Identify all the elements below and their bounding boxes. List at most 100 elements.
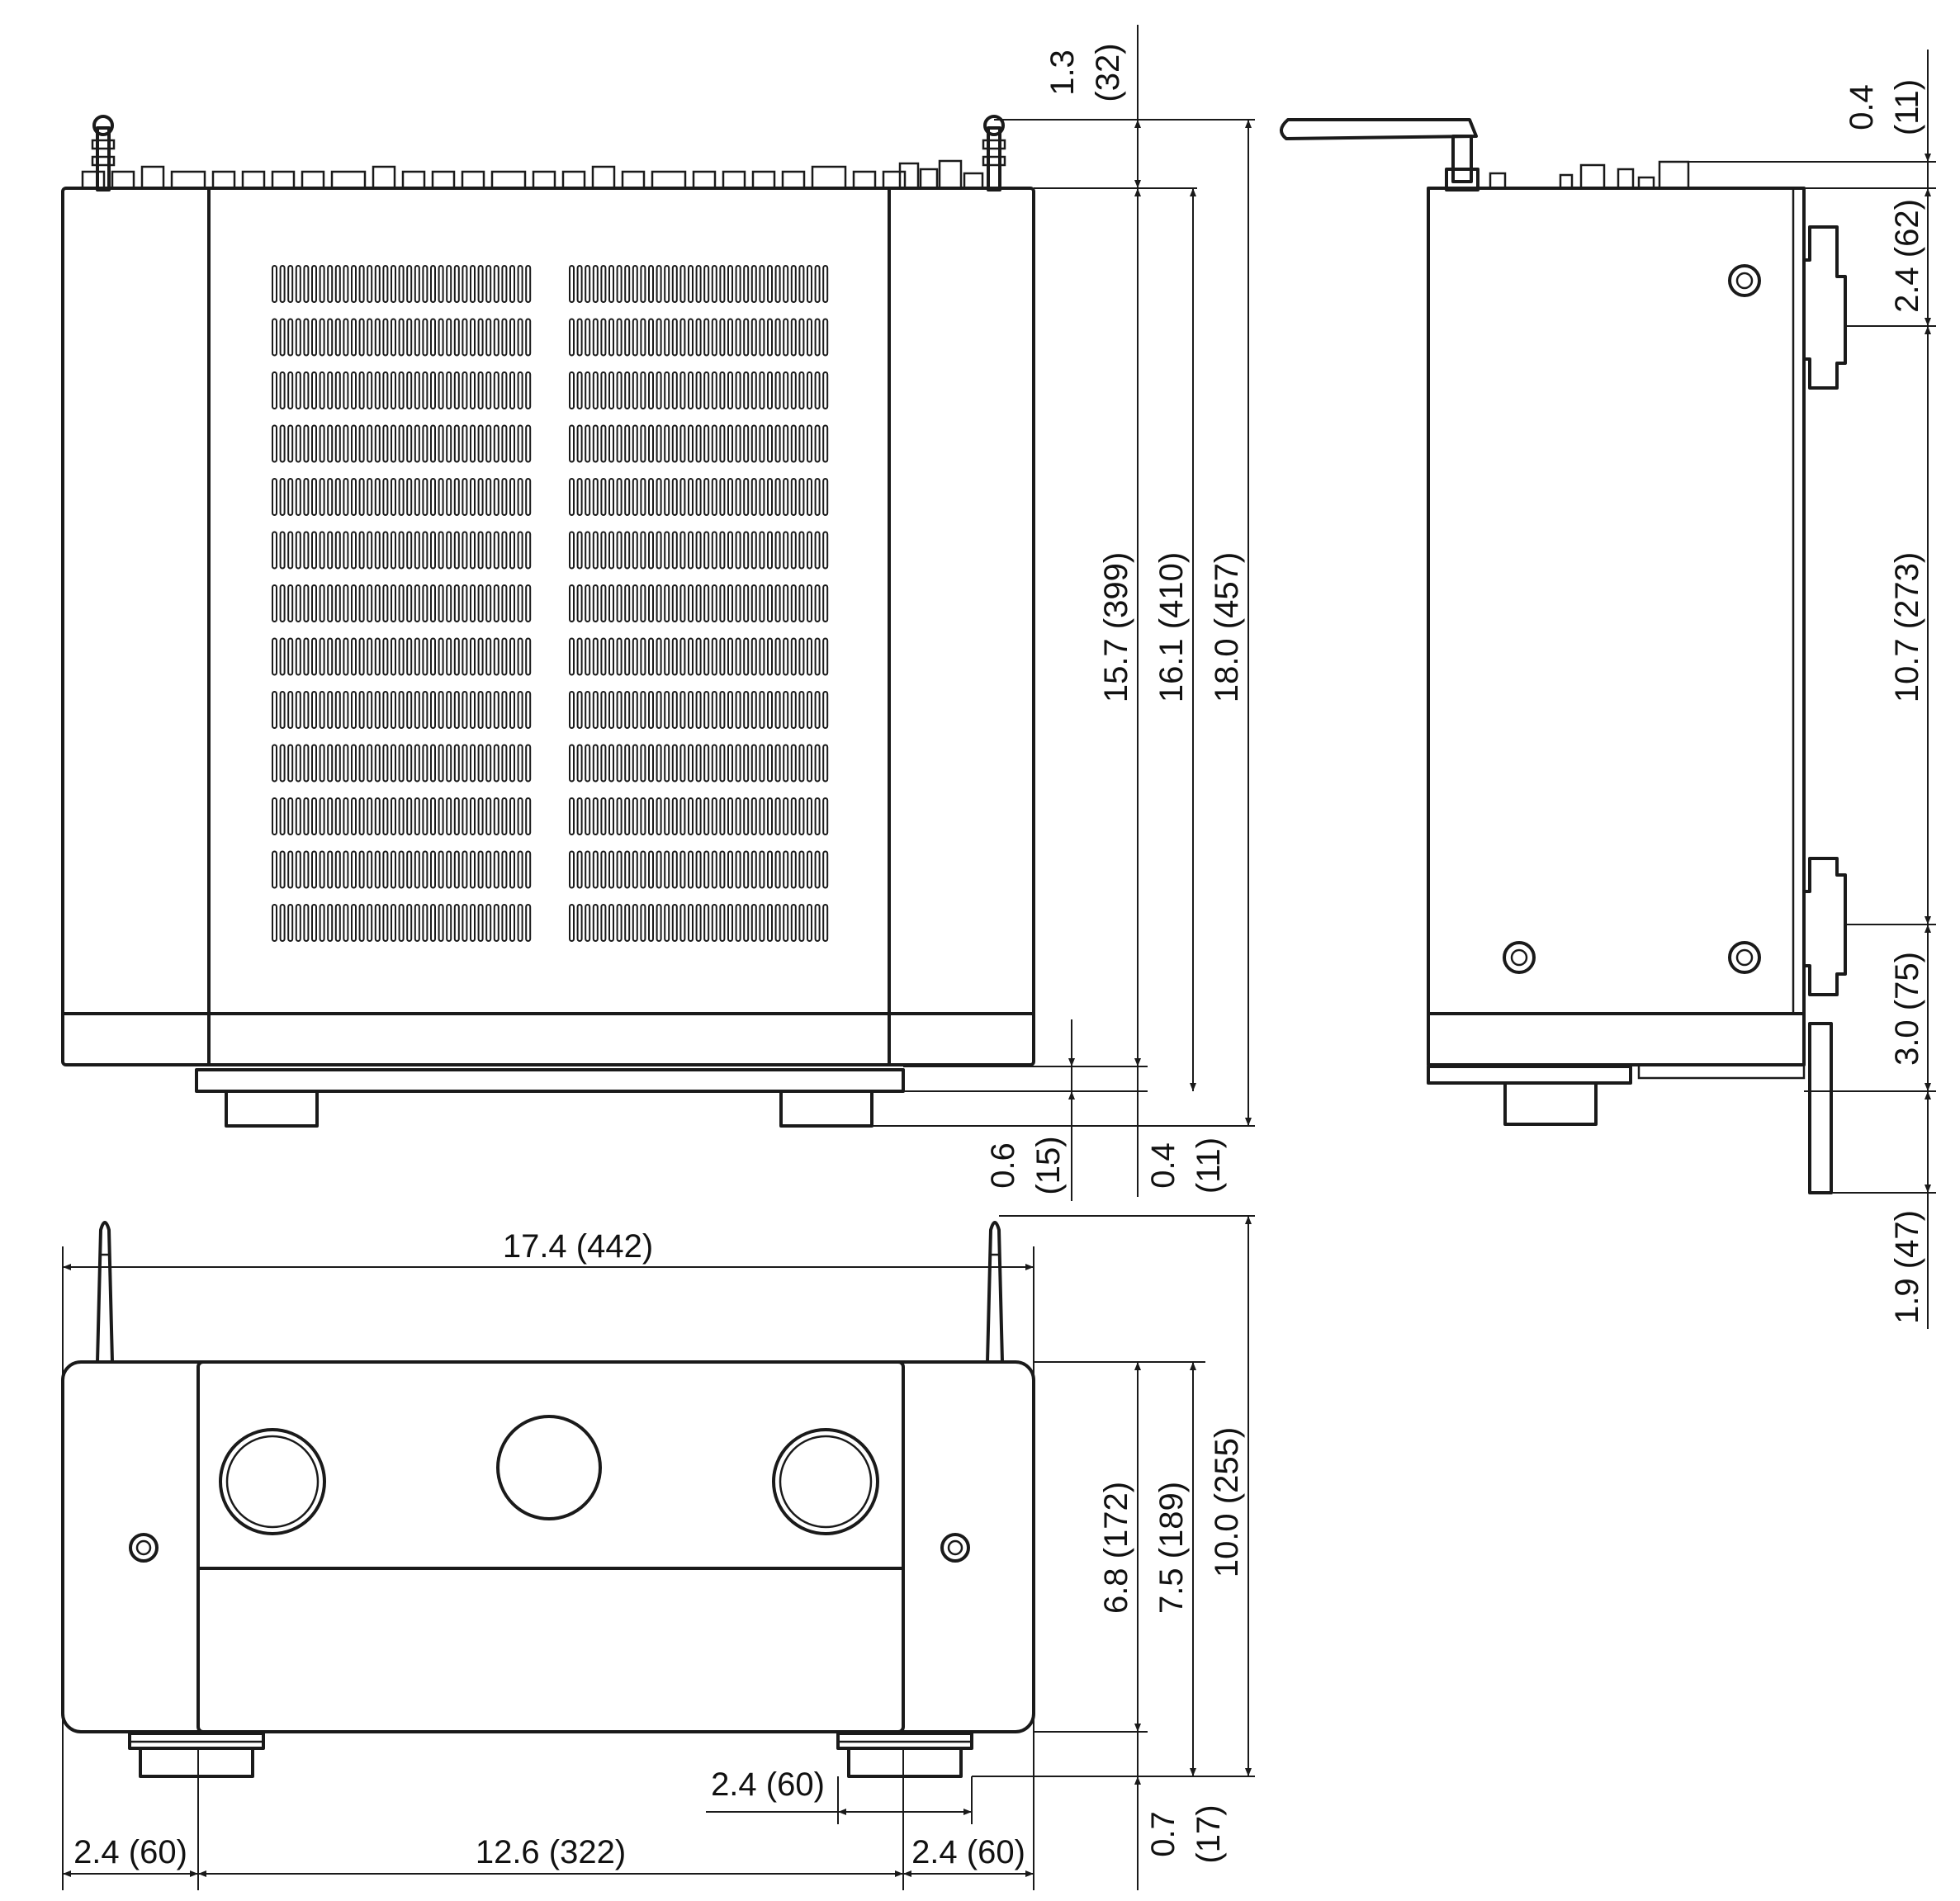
vent-slot [759, 850, 765, 889]
vent-slot [453, 371, 460, 409]
vent-slot [343, 797, 349, 835]
vent-slot [470, 531, 476, 570]
vent-slot [311, 478, 317, 516]
vent-slot [790, 371, 797, 409]
vent-slot [798, 797, 805, 835]
vent-slot [664, 637, 670, 676]
rear-terminal [852, 170, 877, 190]
vent-slot [470, 637, 476, 676]
vent-slot [430, 904, 436, 942]
vent-slot [279, 797, 286, 835]
vent-slot [727, 371, 733, 409]
vent-slot [279, 478, 286, 516]
vent-slot [287, 691, 294, 729]
vent-slot [287, 797, 294, 835]
vent-slot [767, 318, 773, 357]
vent-slot [272, 744, 277, 783]
vent-slot [727, 904, 733, 942]
rear-terminal [140, 165, 165, 190]
vent-slot [509, 904, 515, 942]
vent-slot [719, 637, 726, 676]
rear-terminal [898, 162, 920, 190]
vent-slot [343, 904, 349, 942]
vent-slot [406, 904, 413, 942]
vent-slot [358, 318, 365, 357]
vent-slot [671, 265, 678, 303]
vent-slot [640, 584, 646, 622]
vent-slot [656, 531, 662, 570]
vent-slot [462, 265, 468, 303]
vent-slot [477, 850, 484, 889]
vent-slot [311, 850, 317, 889]
vent-slot [485, 797, 492, 835]
vent-slot [462, 637, 468, 676]
vent-slot [798, 744, 805, 783]
vent-slot [279, 424, 286, 463]
vent-slot [453, 744, 460, 783]
dim-antenna-height-1: 1.3 [1044, 50, 1081, 96]
vent-slot [616, 478, 623, 516]
vent-slot [287, 531, 294, 570]
vent-slot [382, 797, 389, 835]
vent-slot [414, 265, 420, 303]
vent-slot [656, 584, 662, 622]
vent-slot [398, 797, 405, 835]
vent-slot [695, 318, 702, 357]
vent-slot [592, 584, 599, 622]
vent-slot [790, 318, 797, 357]
vent-slot [382, 850, 389, 889]
vent-slot [493, 371, 499, 409]
vent-slot [576, 850, 583, 889]
vent-slot [470, 424, 476, 463]
vent-slot [327, 584, 334, 622]
vent-slot [501, 850, 508, 889]
vent-slot [525, 691, 532, 729]
vent-slot [367, 797, 373, 835]
vent-slot [648, 584, 654, 622]
vent-slot [767, 265, 773, 303]
vent-slot [822, 424, 829, 463]
vent-slot [585, 584, 591, 622]
vent-slot [279, 637, 286, 676]
vent-slot [493, 904, 499, 942]
vent-slot [624, 797, 631, 835]
vent-slot [470, 691, 476, 729]
vent-slot [640, 850, 646, 889]
vent-slot [374, 904, 381, 942]
vent-slot [679, 691, 686, 729]
vent-slot [509, 531, 515, 570]
vent-slot [414, 424, 420, 463]
vent-slot [569, 318, 575, 357]
vent-slot [576, 904, 583, 942]
vent-slot [671, 797, 678, 835]
vent-slot [422, 797, 428, 835]
vent-slot [287, 637, 294, 676]
vent-slot [759, 318, 765, 357]
vent-slot [509, 478, 515, 516]
vent-slot [501, 904, 508, 942]
vent-slot [438, 637, 444, 676]
rear-terminal [170, 170, 206, 190]
vent-slot [783, 265, 789, 303]
rear-terminal [811, 165, 847, 190]
vent-slot [798, 637, 805, 676]
vent-slot [648, 797, 654, 835]
vent-slot [422, 531, 428, 570]
vent-slot [438, 904, 444, 942]
vent-slot [272, 637, 277, 676]
vent-slot [414, 691, 420, 729]
rear-terminal [919, 168, 939, 190]
vent-slot [750, 531, 757, 570]
vent-slot [343, 531, 349, 570]
vent-slot [295, 478, 301, 516]
vent-slot [398, 744, 405, 783]
vent-slot [585, 904, 591, 942]
vent-slot [624, 584, 631, 622]
vent-slot [767, 424, 773, 463]
vent-slot [790, 584, 797, 622]
vent-slot [446, 318, 452, 357]
vent-slot [430, 850, 436, 889]
vent-slot [671, 424, 678, 463]
vent-slot [656, 265, 662, 303]
vent-slot [319, 318, 325, 357]
